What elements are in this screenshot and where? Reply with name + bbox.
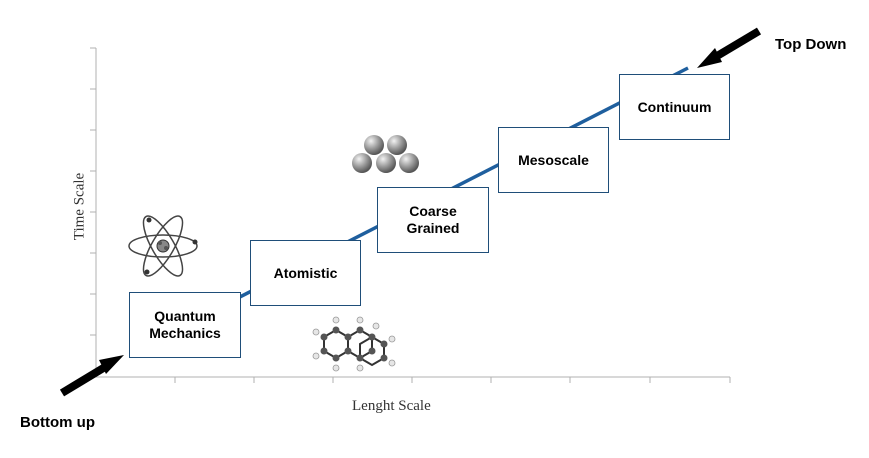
atom-icon (128, 215, 198, 277)
chart-axes (90, 47, 731, 383)
y-axis-ticks (90, 47, 96, 378)
bottom-up-label: Bottom up (20, 414, 95, 431)
x-axis-ticks (174, 377, 731, 383)
arrow-down-left-icon (697, 27, 762, 68)
arrow-up-right-icon (59, 355, 124, 397)
stage-box-continuum: Continuum (619, 74, 730, 140)
stage-box-quantum-mechanics: Quantum Mechanics (129, 292, 241, 358)
y-axis-title: Time Scale (71, 172, 88, 241)
stage-box-coarse-grained: Coarse Grained (377, 187, 489, 253)
molecule-icon (312, 316, 396, 372)
top-down-label: Top Down (775, 36, 847, 53)
stage-box-atomistic: Atomistic (250, 240, 361, 306)
spheres-icon (352, 135, 419, 173)
stage-box-mesoscale: Mesoscale (498, 127, 609, 193)
x-axis-title: Lenght Scale (352, 398, 431, 414)
